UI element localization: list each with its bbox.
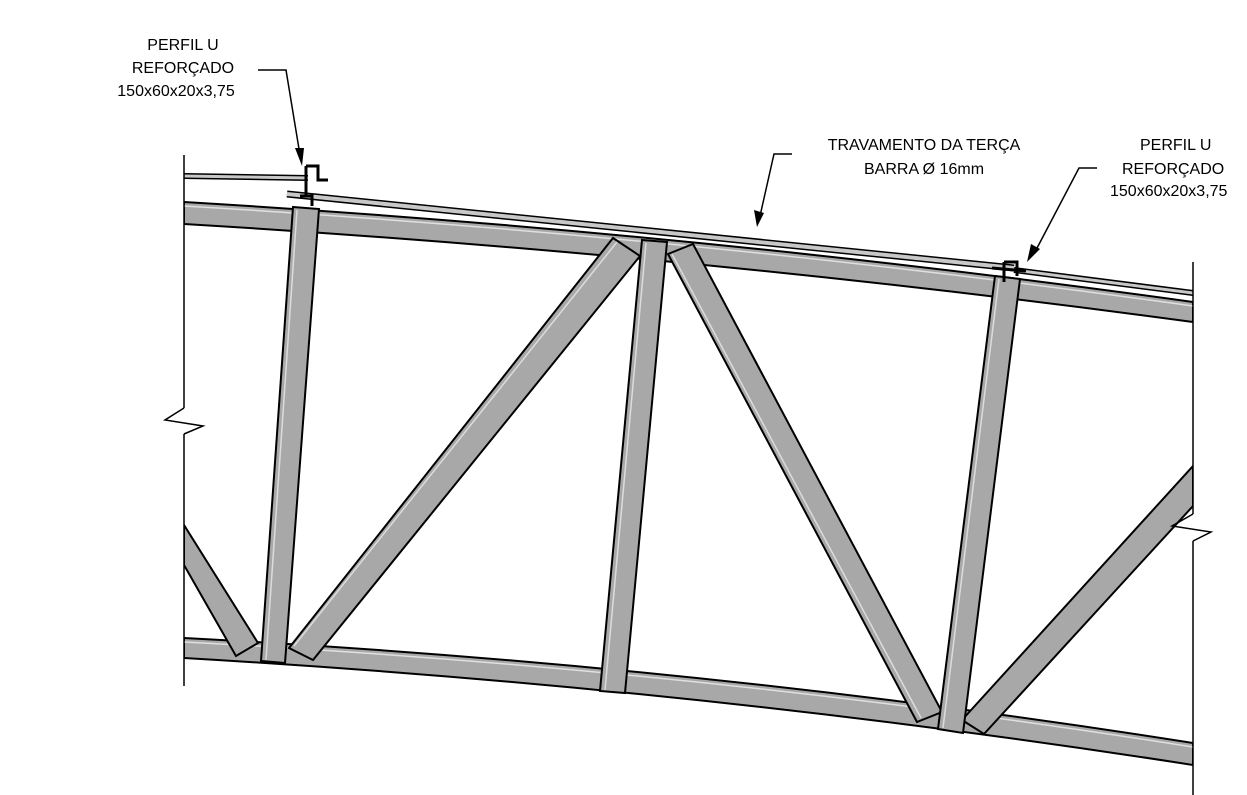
bracing-line1: TRAVAMENTO DA TERÇA <box>828 137 1021 154</box>
left-profile-line2: REFORÇADO <box>132 60 234 77</box>
leader-right <box>1027 167 1097 262</box>
left-profile-line1: PERFIL U <box>147 37 218 54</box>
diagonal-1 <box>287 236 642 662</box>
purlin-profile-left <box>300 164 328 206</box>
bottom-chord <box>184 636 1193 767</box>
vertical-1 <box>259 205 321 665</box>
truss-structure <box>184 200 1193 767</box>
label-right-profile: PERFIL U REFORÇADO 150x60x20x3,75 <box>1110 137 1228 200</box>
purlin-profile-right <box>991 260 1027 282</box>
right-profile-line2: REFORÇADO <box>1122 161 1224 178</box>
leader-bracing <box>754 153 792 227</box>
bracing-line2: BARRA Ø 16mm <box>864 161 984 178</box>
bottom-chord-highlight <box>184 641 1193 748</box>
diagonal-2 <box>666 242 944 724</box>
vertical-3 <box>936 274 1022 735</box>
break-line-left <box>162 155 206 686</box>
left-profile-line3: 150x60x20x3,75 <box>117 83 235 100</box>
leader-left <box>258 69 304 166</box>
bracing-bar <box>183 173 1194 296</box>
break-line-right <box>1169 262 1214 795</box>
diagonal-3 <box>960 464 1193 736</box>
label-left-profile: PERFIL U REFORÇADO 150x60x20x3,75 <box>117 37 235 100</box>
right-profile-line1: PERFIL U <box>1140 137 1211 154</box>
right-profile-line3: 150x60x20x3,75 <box>1110 183 1228 200</box>
vertical-2 <box>598 238 669 695</box>
label-bracing: TRAVAMENTO DA TERÇA BARRA Ø 16mm <box>828 137 1021 178</box>
diagonal-left-partial <box>184 523 260 658</box>
